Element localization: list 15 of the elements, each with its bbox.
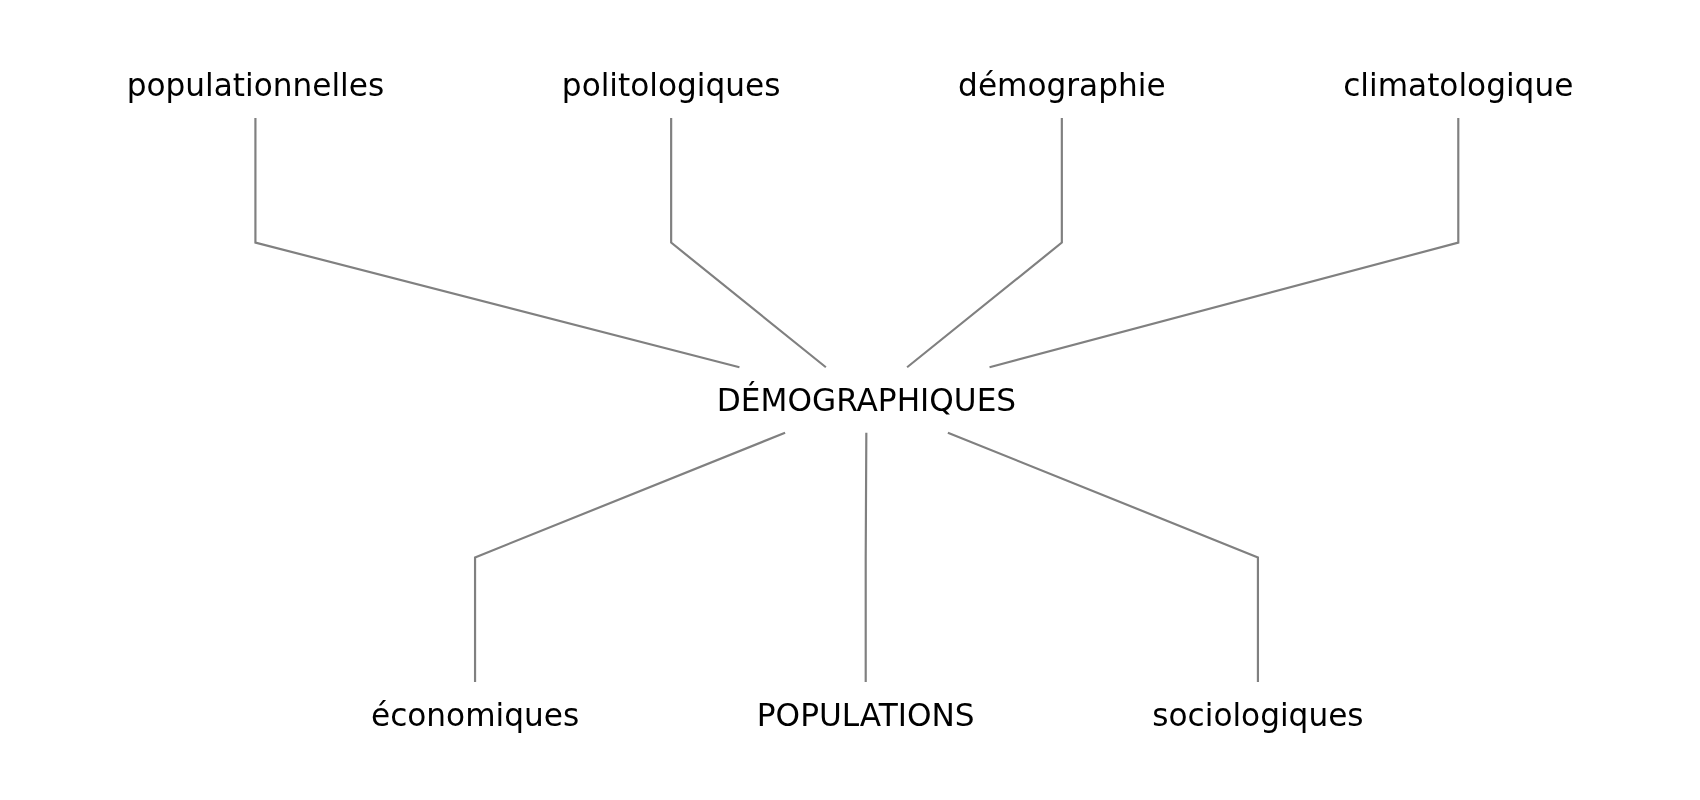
connector xyxy=(670,117,827,369)
connector xyxy=(947,431,1259,683)
connector xyxy=(254,117,740,369)
connector xyxy=(989,117,1460,369)
connector xyxy=(906,117,1063,369)
node-text: POPULATIONS xyxy=(756,696,975,734)
node-text: populationnelles xyxy=(126,66,385,104)
node-text: économiques xyxy=(370,696,580,734)
node-text: démographie xyxy=(958,66,1166,104)
node-text: sociologiques xyxy=(1152,696,1364,734)
connector xyxy=(473,431,786,683)
connector xyxy=(864,432,868,683)
node-text: climatologique xyxy=(1343,66,1574,104)
node-text: DÉMOGRAPHIQUES xyxy=(716,381,1017,419)
node-text: politologiques xyxy=(561,66,781,104)
